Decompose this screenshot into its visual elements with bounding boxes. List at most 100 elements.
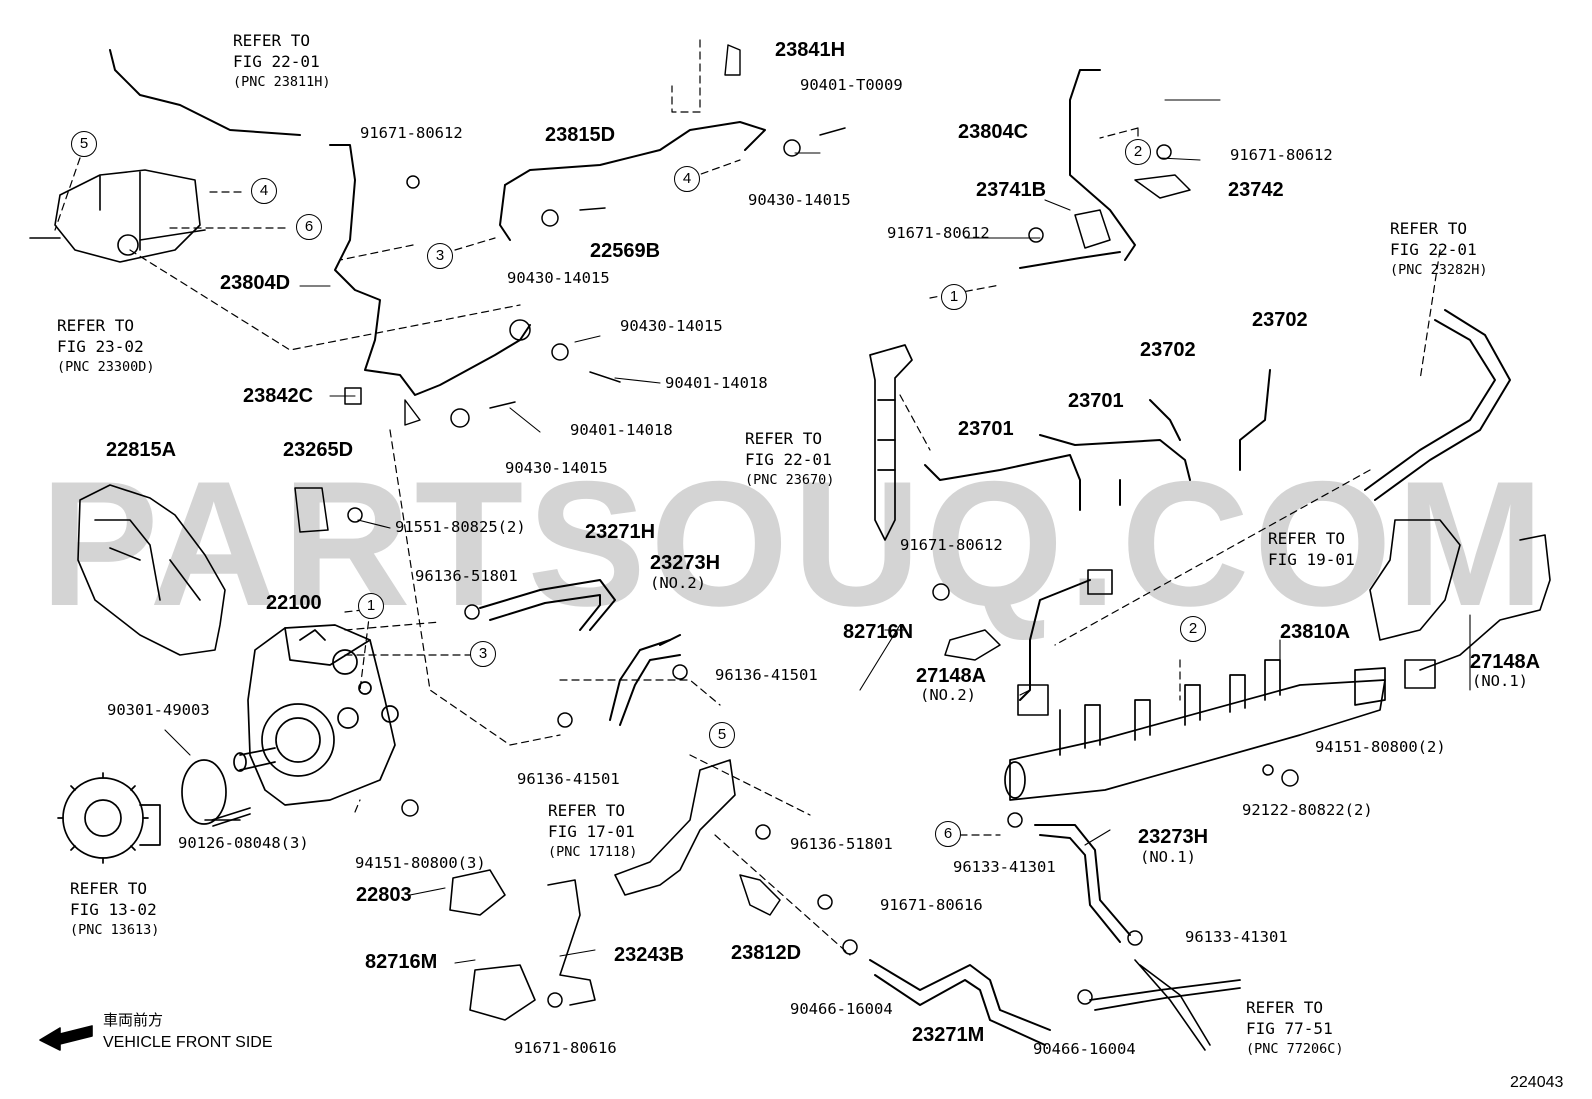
part-label: 22569B [590, 240, 661, 262]
part-label: 90430-14015 [620, 317, 723, 335]
refer-pnc: (PNC 77206C) [1246, 1041, 1344, 1057]
part-label: 23273H [650, 552, 721, 574]
refer-fig: FIG 19-01 [1268, 550, 1355, 569]
part-label: 96136-41501 [517, 770, 620, 788]
part-label: 90466-16004 [1033, 1040, 1136, 1058]
part-label: 22100 [266, 592, 322, 614]
part-label: 23804C [958, 121, 1029, 143]
pump-gear-drawing [57, 759, 251, 864]
hose-23271M [869, 959, 1051, 1046]
supply-pump-drawing [233, 624, 399, 806]
part-label: 94151-80800(3) [355, 854, 486, 872]
part-label: 27148A [916, 665, 987, 687]
part-label: 91551-80825(2) [395, 518, 526, 536]
part-label: 23701 [1068, 390, 1124, 412]
refer-pnc: (PNC 23282H) [1390, 262, 1488, 278]
marker-5: 5 [709, 722, 735, 748]
hose-23282H [1364, 309, 1511, 501]
part-label: 90430-14015 [505, 459, 608, 477]
part-label: (NO.1) [1140, 848, 1196, 866]
refer-to-line: REFER TO [70, 879, 148, 898]
part-label: 90401-14018 [570, 421, 673, 439]
part-label: 27148A [1470, 651, 1541, 673]
part-label: 91671-80616 [880, 896, 983, 914]
refer-pnc: (PNC 23300D) [57, 359, 155, 375]
marker-4: 4 [674, 166, 700, 192]
refer-to-line: REFER TO [548, 801, 626, 820]
refer-fig: FIG 22-01 [745, 450, 832, 469]
part-label: 96136-51801 [790, 835, 893, 853]
part-label: 23815D [545, 124, 616, 146]
part-label: 23265D [283, 439, 354, 461]
refer-pnc: (PNC 23811H) [233, 74, 331, 90]
part-label: 23812D [731, 942, 802, 964]
refer-to-fig-22-01-a[interactable]: REFER TO FIG 22-01 (PNC 23811H) [233, 30, 331, 93]
part-label: 90401-14018 [665, 374, 768, 392]
part-label: (NO.2) [920, 686, 976, 704]
refer-to-fig-13-02[interactable]: REFER TO FIG 13-02 (PNC 13613) [70, 878, 159, 941]
part-label: 90430-14015 [507, 269, 610, 287]
hose-23273H-1 [1034, 824, 1131, 943]
marker-6: 6 [296, 214, 322, 240]
harness-line [109, 49, 301, 136]
part-label: 23702 [1140, 339, 1196, 361]
part-label: 23810A [1280, 621, 1351, 643]
part-label: 23841H [775, 39, 846, 61]
refer-to-line: REFER TO [1246, 998, 1324, 1017]
pipe-23815D [504, 121, 766, 186]
injection-pipes [924, 69, 1271, 511]
part-label: 23243B [614, 944, 685, 966]
part-label: 23271M [912, 1024, 985, 1046]
direction-jp: 車両前方 [103, 1011, 164, 1029]
part-label: 23273H [1138, 826, 1209, 848]
refer-to-fig-19-01[interactable]: REFER TO FIG 19-01 [1268, 528, 1355, 570]
part-label: 91671-80612 [887, 224, 990, 242]
fuel-rail-drawing [1004, 659, 1386, 801]
refer-to-fig-22-01-b[interactable]: REFER TO FIG 22-01 (PNC 23282H) [1390, 218, 1488, 281]
refer-fig: FIG 22-01 [1390, 240, 1477, 259]
refer-fig: FIG 22-01 [233, 52, 320, 71]
part-label: 90126-08048(3) [178, 834, 309, 852]
refer-fig: FIG 17-01 [548, 822, 635, 841]
refer-fig: FIG 13-02 [70, 900, 157, 919]
marker-5: 5 [71, 131, 97, 157]
front-arrow-icon [39, 1025, 93, 1051]
marker-2: 2 [1180, 616, 1206, 642]
refer-to-line: REFER TO [1390, 219, 1468, 238]
part-label: 94151-80800(2) [1315, 738, 1446, 756]
pump-head-drawing [29, 169, 206, 263]
refer-to-fig-22-01-c[interactable]: REFER TO FIG 22-01 (PNC 23670) [745, 428, 834, 491]
marker-1: 1 [941, 284, 967, 310]
refer-fig: FIG 77-51 [1246, 1019, 1333, 1038]
marker-1: 1 [358, 593, 384, 619]
refer-to-fig-77-51[interactable]: REFER TO FIG 77-51 (PNC 77206C) [1246, 997, 1344, 1060]
fasteners [204, 127, 1299, 1008]
part-label: 23741B [976, 179, 1047, 201]
refer-fig: FIG 23-02 [57, 337, 144, 356]
part-label: 23842C [243, 385, 314, 407]
marker-2: 2 [1125, 139, 1151, 165]
marker-3: 3 [470, 641, 496, 667]
injector-drawing [869, 344, 913, 541]
part-label: 23742 [1228, 179, 1284, 201]
marker-3: 3 [427, 243, 453, 269]
part-label: 96133-41301 [953, 858, 1056, 876]
part-label: (NO.1) [1472, 672, 1528, 690]
refer-to-fig-23-02[interactable]: REFER TO FIG 23-02 (PNC 23300D) [57, 315, 155, 378]
cover-22815A-drawing [77, 484, 226, 656]
part-label: 23702 [1252, 309, 1308, 331]
refer-pnc: (PNC 23670) [745, 472, 835, 488]
part-label: 91671-80616 [514, 1039, 617, 1057]
part-label: 22815A [106, 439, 177, 461]
part-label: 96133-41301 [1185, 928, 1288, 946]
refer-pnc: (PNC 17118) [548, 844, 638, 860]
refer-to-line: REFER TO [745, 429, 823, 448]
refer-to-fig-17-01[interactable]: REFER TO FIG 17-01 (PNC 17118) [548, 800, 637, 863]
pipe-23804D [329, 144, 531, 396]
part-label: 90301-49003 [107, 701, 210, 719]
direction-en: VEHICLE FRONT SIDE [103, 1034, 273, 1051]
part-label: 96136-41501 [715, 666, 818, 684]
refer-to-line: REFER TO [57, 316, 135, 335]
